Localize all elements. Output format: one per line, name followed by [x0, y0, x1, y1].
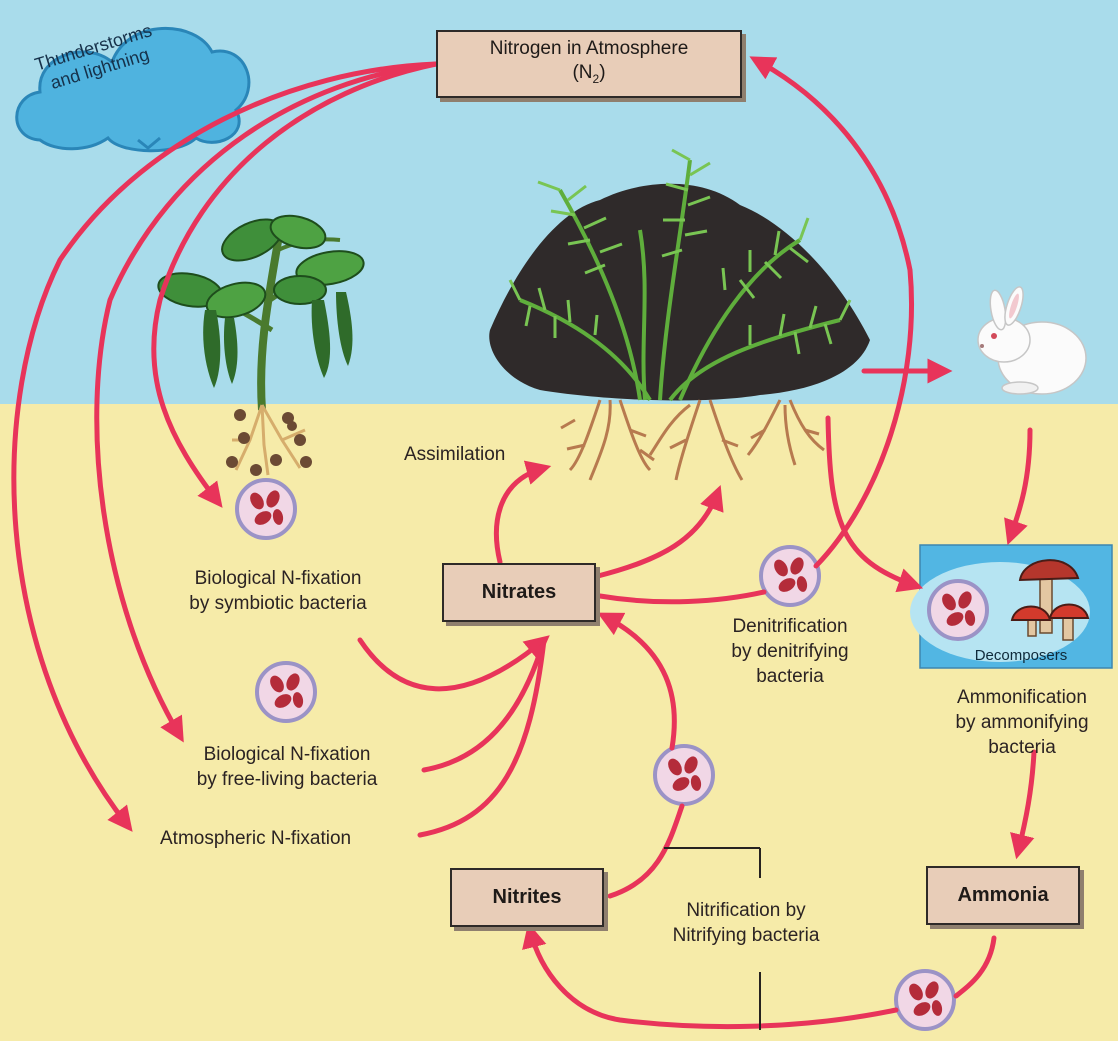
symbiotic-fixation-label: Biological N-fixation by symbiotic bacte… — [158, 566, 398, 616]
nitrification-line1: Nitrification by — [686, 900, 806, 921]
cloud-icon — [15, 26, 251, 153]
ammonia-label: Ammonia — [957, 884, 1049, 906]
atmosphere-title: Nitrogen in Atmosphere — [489, 38, 689, 60]
bacteria-icon — [653, 744, 715, 806]
denitrification-label: Denitrification by denitrifying bacteria — [700, 614, 880, 689]
atmosphere-box: Nitrogen in Atmosphere (N2) — [436, 30, 742, 98]
freeliving-line1: Biological N-fixation — [203, 744, 371, 765]
bacteria-icon — [235, 478, 297, 540]
ammonia-box: Ammonia — [926, 866, 1080, 925]
bacteria-icon — [255, 661, 317, 723]
mushroom-icon — [1010, 559, 1090, 641]
denitrification-line1: Denitrification — [732, 616, 848, 637]
freeliving-line2: by free-living bacteria — [196, 769, 378, 790]
ammonification-line2: by ammonifying — [955, 712, 1089, 733]
legume-plant-icon — [157, 214, 365, 476]
decomposers-panel — [910, 544, 1113, 669]
nitrification-label: Nitrification by Nitrifying bacteria — [640, 898, 852, 948]
fern-plant-icon — [489, 148, 870, 481]
atmospheric-fixation-label: Atmospheric N-fixation — [160, 828, 352, 849]
ammonification-line3: bacteria — [988, 737, 1056, 758]
bacteria-icon — [759, 545, 821, 607]
rabbit-icon — [977, 286, 1087, 395]
freeliving-fixation-label: Biological N-fixation by free-living bac… — [162, 742, 412, 792]
nitrites-box: Nitrites — [450, 868, 604, 927]
nitrites-label: Nitrites — [492, 886, 562, 908]
nitrification-bracket — [664, 847, 761, 1030]
cycle-arrows — [11, 56, 1037, 1030]
decomposers-label: Decomposers — [974, 647, 1068, 664]
symbiotic-line2: by symbiotic bacteria — [189, 593, 367, 614]
denitrification-line3: bacteria — [756, 666, 824, 687]
atmosphere-formula: (N2) — [572, 62, 606, 86]
bacteria-icon — [927, 579, 989, 641]
ammonification-line1: Ammonification — [957, 687, 1087, 708]
denitrification-line2: by denitrifying — [731, 641, 849, 662]
bacteria-icon — [894, 969, 956, 1031]
symbiotic-line1: Biological N-fixation — [194, 568, 362, 589]
assimilation-label: Assimilation — [404, 444, 506, 465]
soil-background — [0, 404, 1118, 1041]
nitrates-label: Nitrates — [481, 581, 557, 603]
ammonification-label: Ammonification by ammonifying bacteria — [926, 685, 1118, 760]
nitrates-box: Nitrates — [442, 563, 596, 622]
nitrification-line2: Nitrifying bacteria — [672, 925, 820, 946]
